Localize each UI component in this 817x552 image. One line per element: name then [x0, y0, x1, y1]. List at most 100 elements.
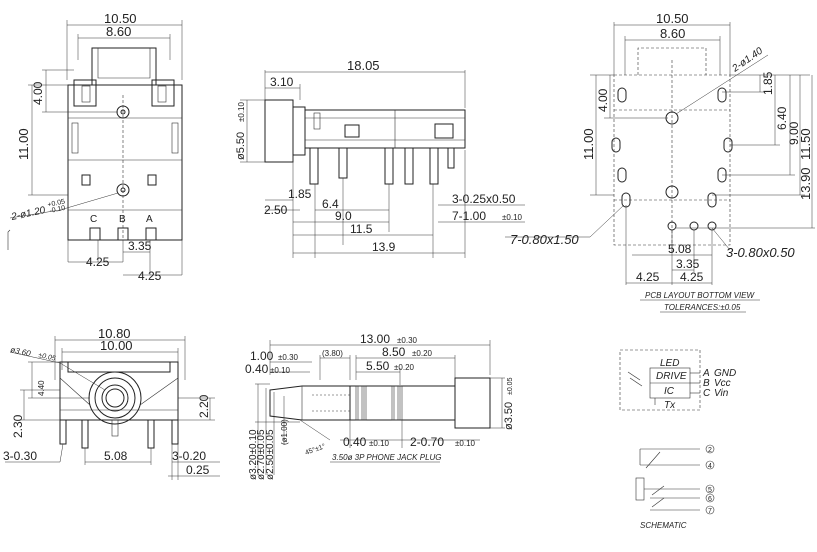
front-dim-hole-tol: ±0.05 [38, 352, 57, 363]
plug-dim-5-50: 5.50 [366, 359, 390, 373]
pcb-layout-title: PCB LAYOUT BOTTOM VIEW [645, 291, 756, 300]
plug-title: 3.50ø 3P PHONE JACK PLUG [332, 453, 442, 462]
top-dim-upper-height: 4.00 [31, 81, 45, 105]
plug-dim-dia-3-50-tol: ±0.05 [507, 377, 514, 395]
plug-drawing [255, 340, 505, 475]
front-dim-body: 10.00 [100, 338, 133, 353]
side-view-drawing [240, 70, 525, 258]
top-view-drawing [7, 20, 183, 276]
ic-pin-b: B [703, 378, 710, 389]
side-dim-length: 18.05 [347, 58, 380, 73]
schematic-pin-2: 2 [708, 447, 712, 454]
plug-dim-2-0-70-tol: ±0.10 [455, 439, 476, 448]
ic-drive-label: DRIVE [656, 371, 687, 382]
ic-led-label: LED [660, 358, 679, 369]
side-dim-6-4: 6.4 [322, 197, 339, 211]
pcb-dim-9-00: 9.00 [787, 121, 801, 145]
front-dim-2-30: 2.30 [11, 414, 25, 438]
plug-dim-dia-3-20: ø3.20±0.10 [248, 429, 259, 480]
side-pin-callout-thickness: 3-0.25x0.50 [452, 192, 516, 206]
pcb-dim-4-00: 4.00 [596, 88, 610, 112]
schematic-pin-6: 6 [708, 496, 712, 503]
top-pin-label-c: C [90, 214, 97, 225]
plug-dim-1-00: 1.00 [250, 349, 274, 363]
front-dim-overall: 10.80 [98, 326, 131, 341]
plug-dim-dia-1-00: (ø1.00) [280, 419, 289, 445]
side-dim-13-9: 13.9 [372, 240, 396, 254]
plug-dim-8-50: 8.50 [382, 345, 406, 359]
ic-pin-a: A [702, 368, 710, 379]
ic-tx-label: Tx [664, 400, 676, 411]
pcb-slot-callout-right: 3-0.80x0.50 [726, 245, 795, 260]
plug-dim-total: 13.00 [360, 332, 390, 346]
top-dim-pin-spacing-left: 4.25 [86, 255, 110, 269]
pcb-dim-6-40: 6.40 [775, 106, 789, 130]
ic-vin-label: Vin [714, 388, 729, 399]
front-dim-2-20: 2.20 [197, 394, 211, 418]
ic-gnd-label: GND [714, 368, 736, 379]
plug-dim-0-40-top: 0.40 [245, 362, 269, 376]
pcb-dim-1-85: 1.85 [761, 71, 775, 95]
plug-dim-2-0-70: 2-0.70 [410, 435, 444, 449]
pcb-dim-inner-width: 8.60 [660, 26, 685, 41]
plug-angle: 45°±1° [304, 442, 327, 457]
front-dim-0-25: 0.25 [186, 463, 210, 477]
front-pin-callout-right: 3-0.20 [172, 449, 206, 463]
top-dim-overall-width: 10.50 [104, 11, 137, 26]
plug-dim-0-40-bottom-tol: ±0.10 [369, 439, 390, 448]
top-pin-label-b: B [119, 214, 126, 225]
schematic-title: SCHEMATIC [640, 521, 687, 530]
pcb-slot-callout-left: 7-0.80x1.50 [510, 232, 579, 247]
plug-dim-1-00-tol: ±0.30 [278, 353, 299, 362]
ic-vcc-label: Vcc [714, 378, 731, 389]
pcb-dim-13-90: 13.90 [798, 167, 813, 200]
plug-dim-0-40-bottom: 0.40 [343, 435, 367, 449]
top-dim-inner-width: 8.60 [106, 24, 131, 39]
side-dim-1-85: 1.85 [288, 187, 312, 201]
plug-dim-dia-2-70: ø2.70±0.05 [256, 429, 267, 480]
plug-dim-dia-3-50: ø3.50 [503, 402, 515, 430]
plug-dim-3-80: (3.80) [322, 349, 343, 358]
pcb-dim-overall-width: 10.50 [656, 11, 689, 26]
ic-ic-label: IC [664, 386, 675, 397]
side-dim-11-5: 11.5 [350, 222, 373, 236]
ic-pin-c: C [703, 388, 711, 399]
front-dim-5-08: 5.08 [104, 449, 128, 463]
pcb-dim-11-00: 11.00 [581, 128, 596, 160]
plug-dim-8-50-tol: ±0.20 [412, 349, 433, 358]
ic-block-drawing [619, 349, 701, 411]
pcb-tolerances: TOLERANCES:±0.05 [664, 303, 741, 312]
side-pin-callout-width-tol: ±0.10 [502, 213, 523, 222]
pcb-dim-3-35: 3.35 [676, 257, 700, 271]
plug-dim-dia-2-50: ø2.50±0.05 [265, 429, 276, 480]
schematic-pin-7: 7 [708, 508, 712, 515]
front-view-drawing [5, 336, 220, 480]
top-dim-pin-spacing-small: 3.35 [128, 239, 152, 253]
schematic-drawing [635, 444, 715, 515]
top-dim-total-height: 11.00 [16, 128, 31, 160]
top-hole-callout: 2-ø1.20 [9, 205, 46, 223]
front-dim-hole-callout: ø3.60 [10, 345, 32, 358]
pcb-layout-drawing [505, 22, 815, 313]
plug-dim-5-50-tol: ±0.20 [394, 363, 415, 372]
plug-dim-total-tol: ±0.30 [397, 336, 418, 345]
side-dim-diameter: ø5.50 [235, 132, 247, 160]
front-pin-callout-left: 3-0.30 [3, 449, 37, 463]
top-hole-tol-upper: +0.05 [47, 198, 66, 209]
schematic-pin-4: 4 [708, 463, 712, 470]
side-pin-callout-width: 7-1.00 [452, 209, 486, 223]
pcb-dim-11-50: 11.50 [798, 128, 813, 160]
side-dim-diameter-tol: ±0.10 [237, 101, 246, 122]
top-hole-tol-lower: -0.10 [49, 205, 66, 215]
side-dim-flange: 3.10 [270, 75, 294, 89]
pcb-dim-4-25-left: 4.25 [636, 270, 660, 284]
top-pin-label-a: A [146, 214, 153, 225]
front-dim-4-40: 4.40 [37, 380, 46, 396]
pcb-dim-4-25-right: 4.25 [680, 270, 704, 284]
schematic-pin-5: 5 [708, 487, 712, 494]
side-dim-2-50: 2.50 [264, 203, 288, 217]
plug-dim-0-40-top-tol: ±0.10 [270, 366, 291, 375]
side-dim-9-0: 9.0 [335, 209, 352, 223]
pcb-dim-5-08: 5.08 [668, 242, 692, 256]
